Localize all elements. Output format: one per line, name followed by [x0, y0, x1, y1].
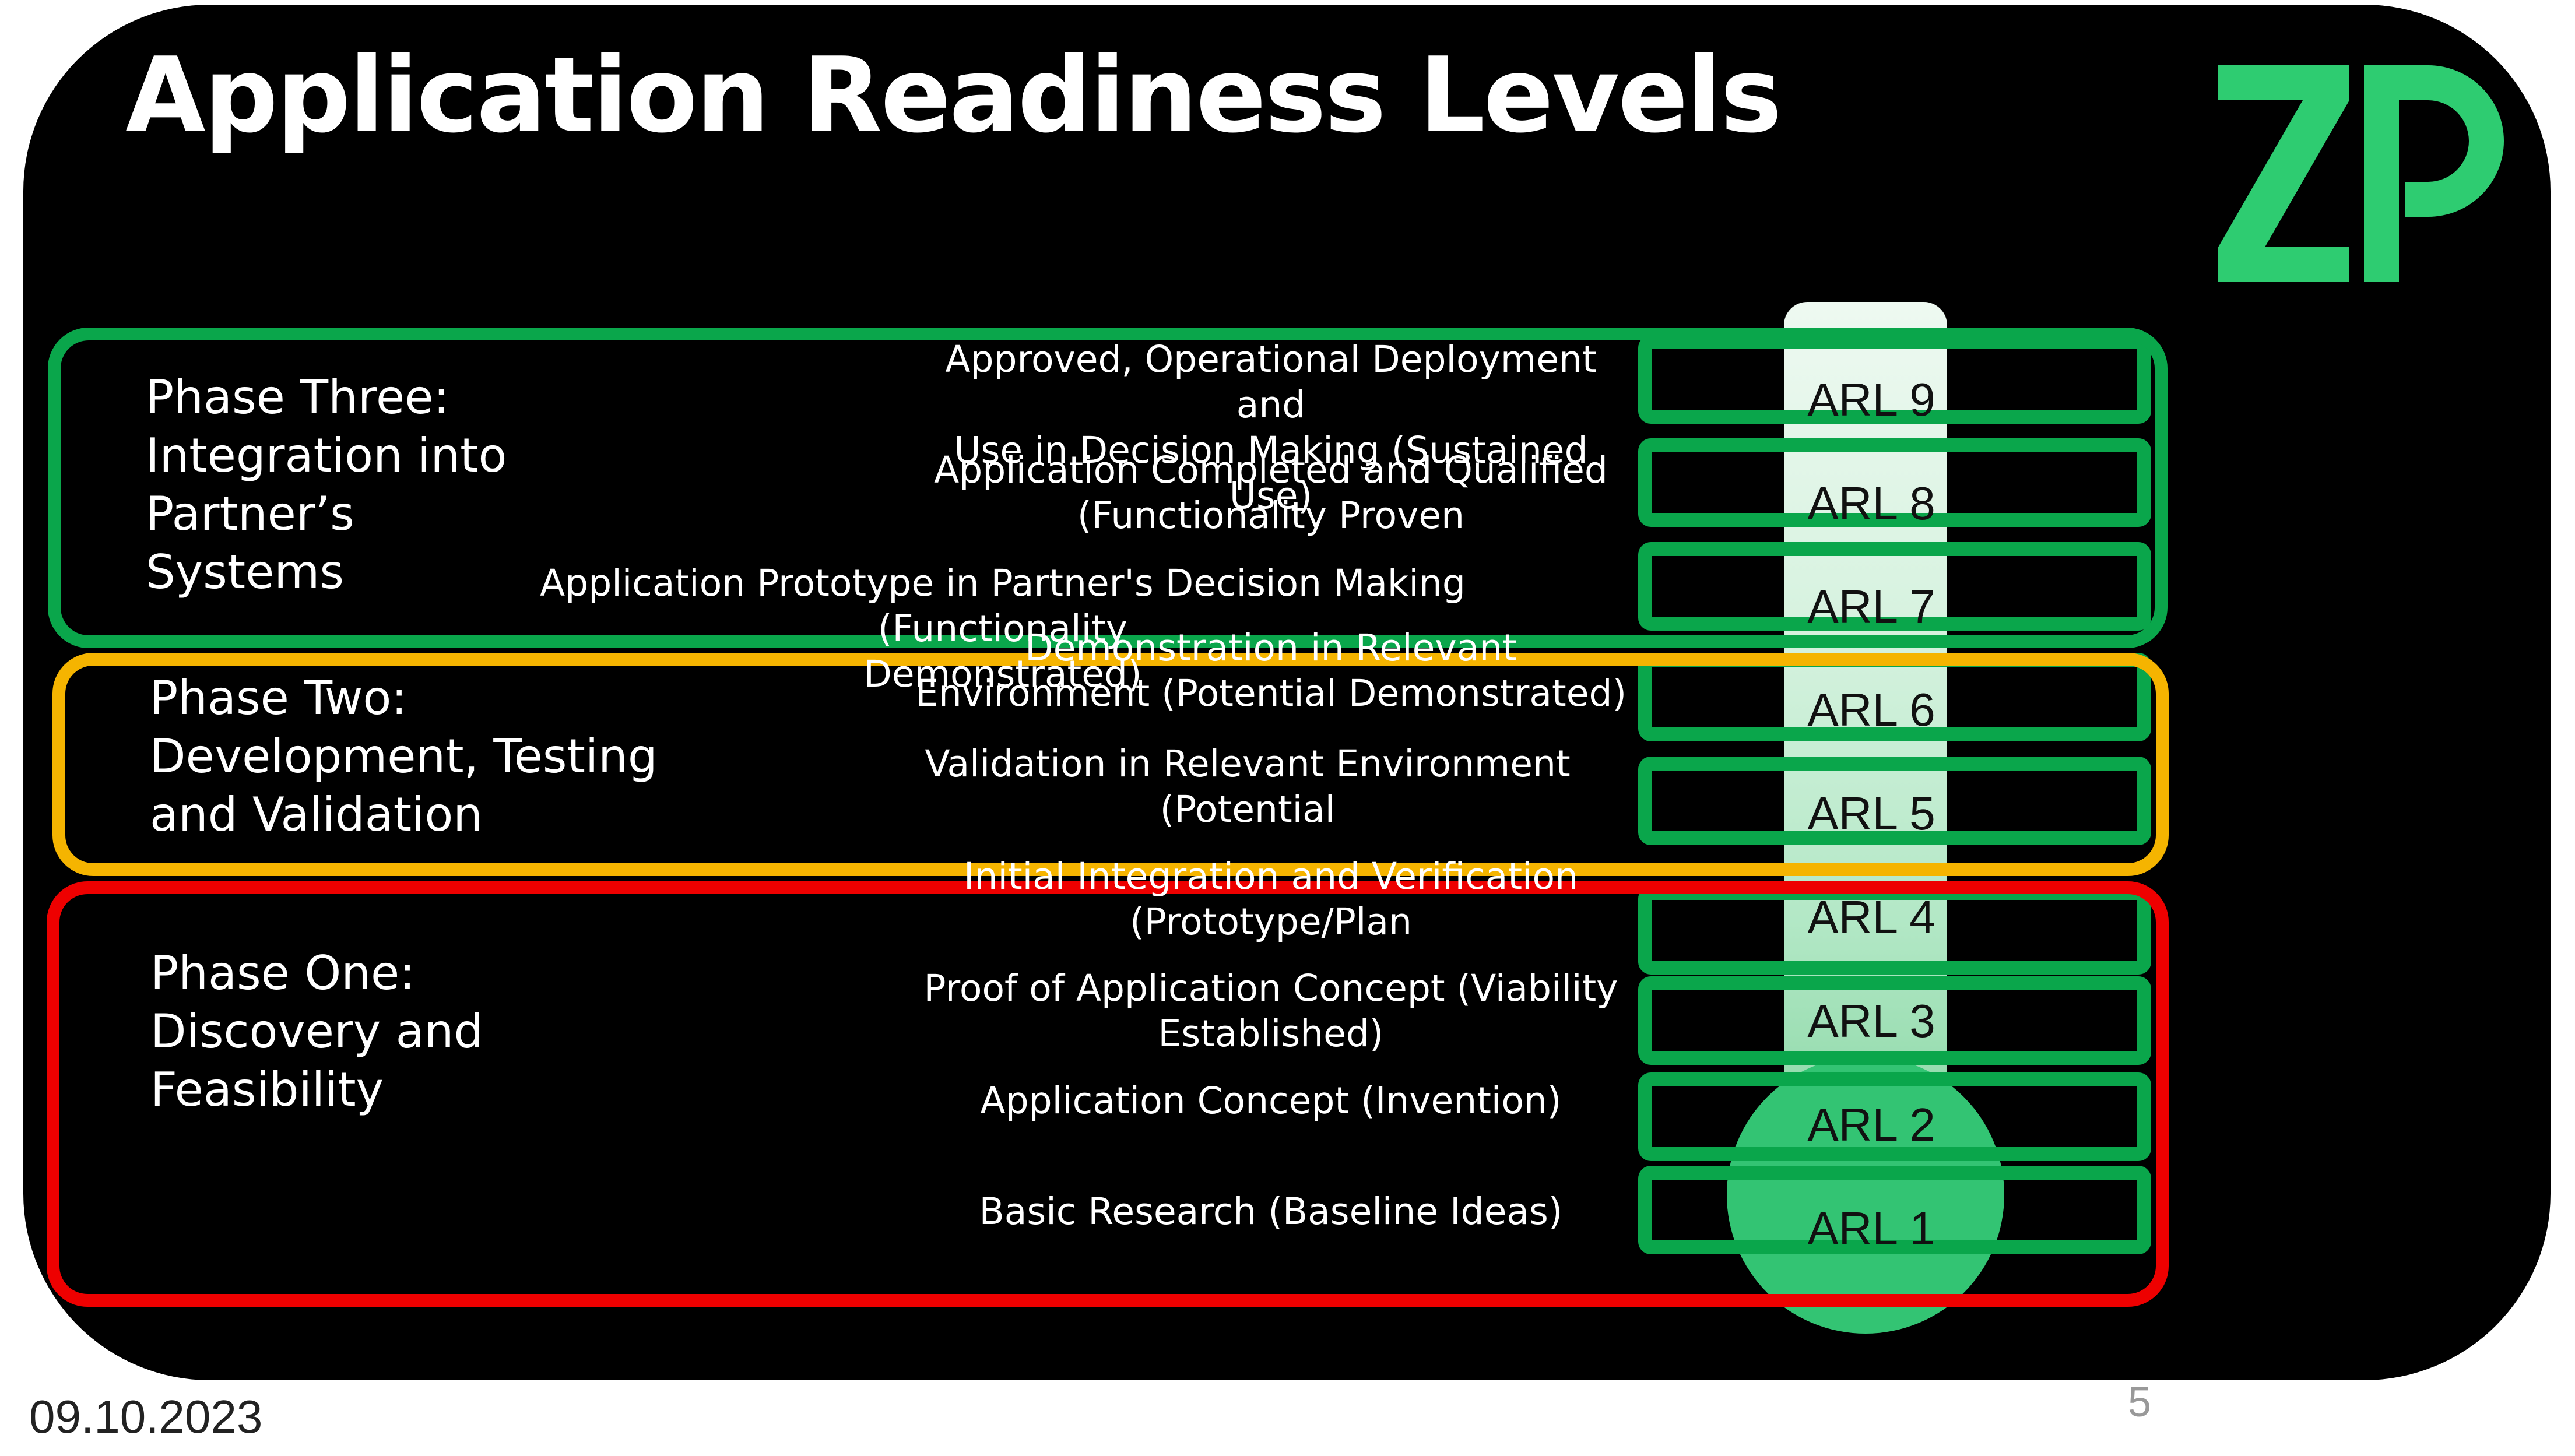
arl-2-label: ARL 2 [1807, 1099, 1935, 1151]
arl-5-label: ARL 5 [1807, 787, 1935, 839]
arl-9-description: Approved, Operational Deployment and Use… [945, 338, 1597, 517]
arl-5-box [1638, 757, 2151, 845]
arl-1-label: ARL 1 [1807, 1202, 1935, 1254]
arl-8-description: Application Completed and Qualified (Fun… [934, 449, 1608, 537]
phase-one-frame [47, 881, 2169, 1307]
arl-3-description: Proof of Application Concept (Viability … [923, 967, 1618, 1055]
arl-5-description: Validation in Relevant Environment (Pote… [925, 743, 1571, 831]
arl-1-description: Basic Research (Baseline Ideas) [979, 1190, 1563, 1233]
phase-three-frame [48, 328, 2168, 648]
arl-7-description: Application Prototype in Partner's Decis… [540, 562, 1466, 695]
arl-6-label: ARL 6 [1807, 684, 1935, 736]
phase-two-label: Phase Two: Development, Testing and Vali… [150, 671, 658, 842]
arl-9-label: ARL 9 [1807, 374, 1935, 425]
arl-3-label: ARL 3 [1807, 995, 1935, 1047]
arl-8-label: ARL 8 [1807, 477, 1935, 529]
arl-6-description: Demonstration in Relevant Environment (P… [915, 627, 1627, 715]
page-number: 5 [2128, 1379, 2152, 1426]
zp-logo [2218, 65, 2504, 282]
arl-2-description: Application Concept (Invention) [980, 1079, 1562, 1122]
footer-date: 09.10.2023 [29, 1391, 263, 1443]
phase-one-label: Phase One: Discovery and Feasibility [150, 946, 484, 1117]
arl-4-description: Initial Integration and Verification (Pr… [963, 855, 1579, 943]
arl-2-box [1638, 1072, 2151, 1161]
arl-4-label: ARL 4 [1807, 891, 1935, 943]
phase-three-label: Phase Three: Integration into Partner’s … [146, 370, 507, 599]
thermometer-bulb [1727, 1056, 2004, 1334]
arl-8-box [1638, 438, 2151, 527]
arl-7-label: ARL 7 [1807, 581, 1935, 632]
phase-two-frame [52, 653, 2169, 876]
arl-1-box [1638, 1166, 2151, 1254]
arl-3-box [1638, 976, 2151, 1065]
slide-title: Application Readiness Levels [125, 35, 1782, 156]
